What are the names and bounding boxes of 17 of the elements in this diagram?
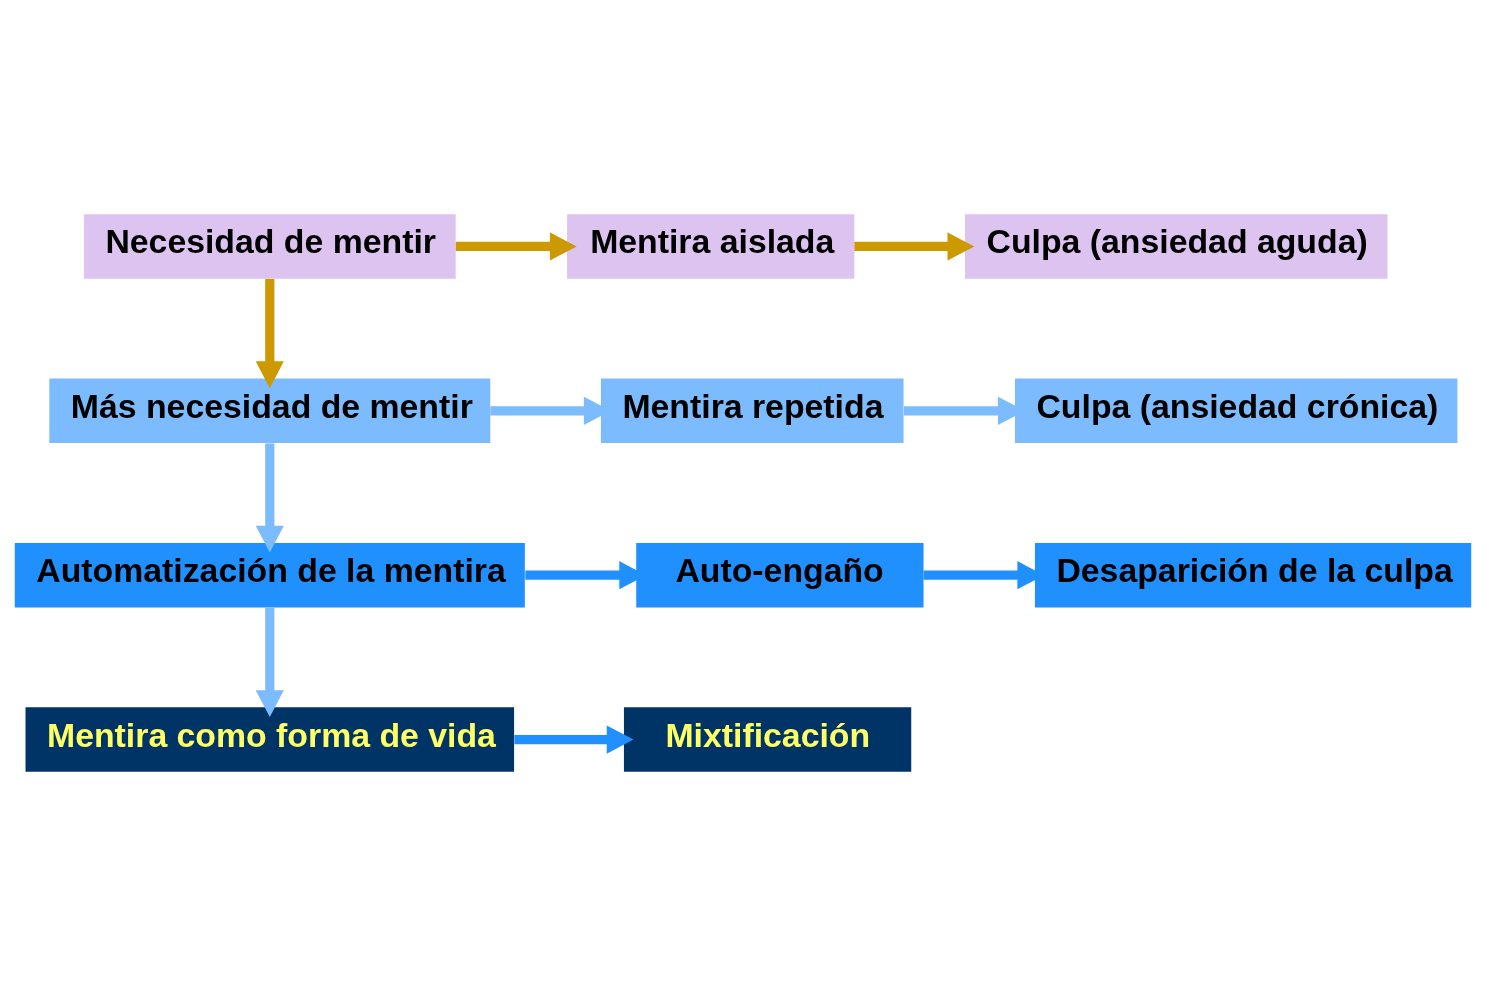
node-box: Mentira aislada — [567, 214, 855, 279]
node-box: Más necesidad de mentir — [49, 378, 491, 444]
node-box: Culpa (ansiedad aguda) — [965, 214, 1388, 279]
node-box: Mentira como forma de vida — [25, 707, 515, 772]
arrow — [255, 607, 284, 717]
arrow — [255, 279, 284, 389]
arrow — [455, 232, 577, 261]
node-box: Mentira repetida — [600, 378, 904, 444]
node-box: Mixtificación — [623, 707, 912, 772]
node-box: Auto-engaño — [636, 542, 924, 608]
node-box: Automatización de la mentira — [14, 542, 525, 608]
node-box: Desaparición de la culpa — [1034, 542, 1472, 608]
arrow — [854, 232, 975, 261]
arrow — [514, 725, 634, 754]
node-box: Necesidad de mentir — [83, 214, 456, 279]
node-box: Culpa (ansiedad crónica) — [1014, 378, 1458, 444]
arrow — [255, 443, 284, 553]
